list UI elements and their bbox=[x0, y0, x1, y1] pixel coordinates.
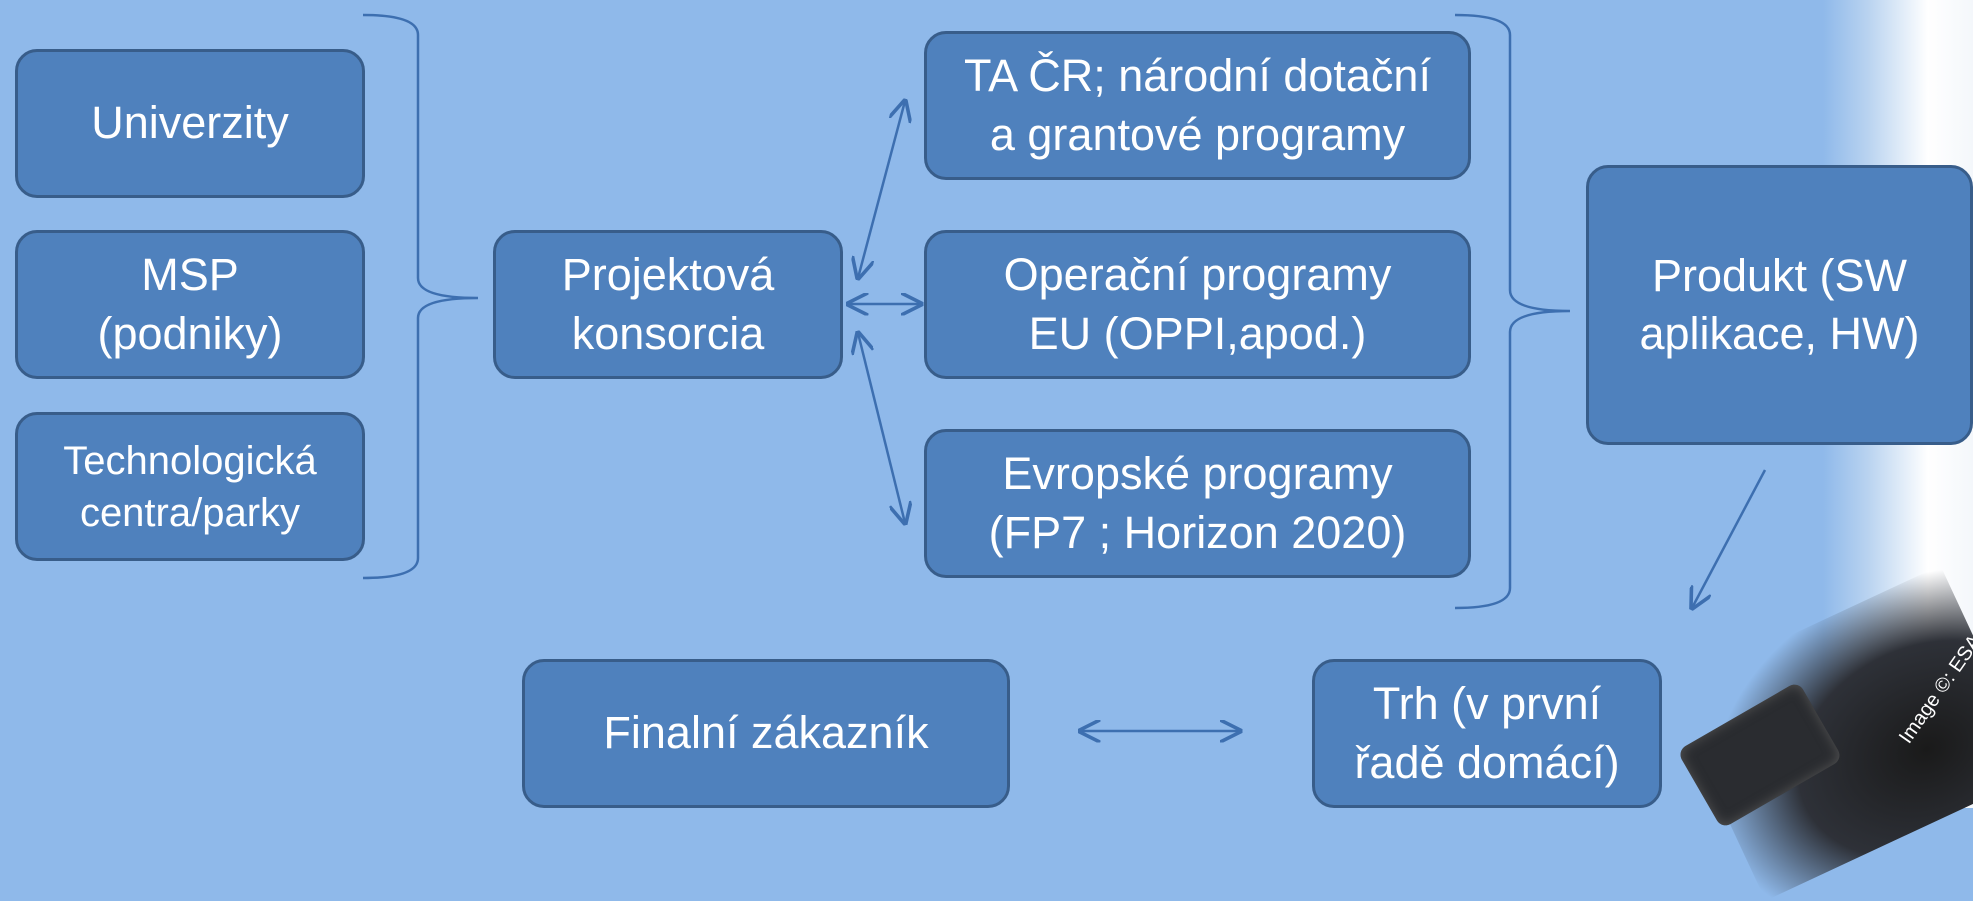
arrow-consortia-european bbox=[858, 333, 905, 523]
tech-centers-box: Technologická centra/parky bbox=[15, 412, 365, 561]
consortia-box: Projektová konsorcia bbox=[493, 230, 843, 379]
programs-bracket bbox=[1454, 13, 1571, 610]
operational-programs-box: Operační programy EU (OPPI,apod.) bbox=[924, 230, 1471, 379]
diagram-connectors bbox=[362, 13, 1767, 808]
final-customer-box: Finalní zákazník bbox=[522, 659, 1010, 808]
universities-box: Univerzity bbox=[15, 49, 365, 198]
national-programs-box: TA ČR; národní dotační a grantové progra… bbox=[924, 31, 1471, 180]
european-programs-box: Evropské programy (FP7 ; Horizon 2020) bbox=[924, 429, 1471, 578]
arrow-product-market bbox=[1692, 469, 1767, 608]
left-group-bracket bbox=[362, 13, 479, 580]
sme-box: MSP (podniky) bbox=[15, 230, 365, 379]
product-box: Produkt (SW aplikace, HW) bbox=[1586, 165, 1973, 445]
market-box: Trh (v první řadě domácí) bbox=[1312, 659, 1662, 808]
arrow-consortia-national bbox=[858, 101, 905, 278]
